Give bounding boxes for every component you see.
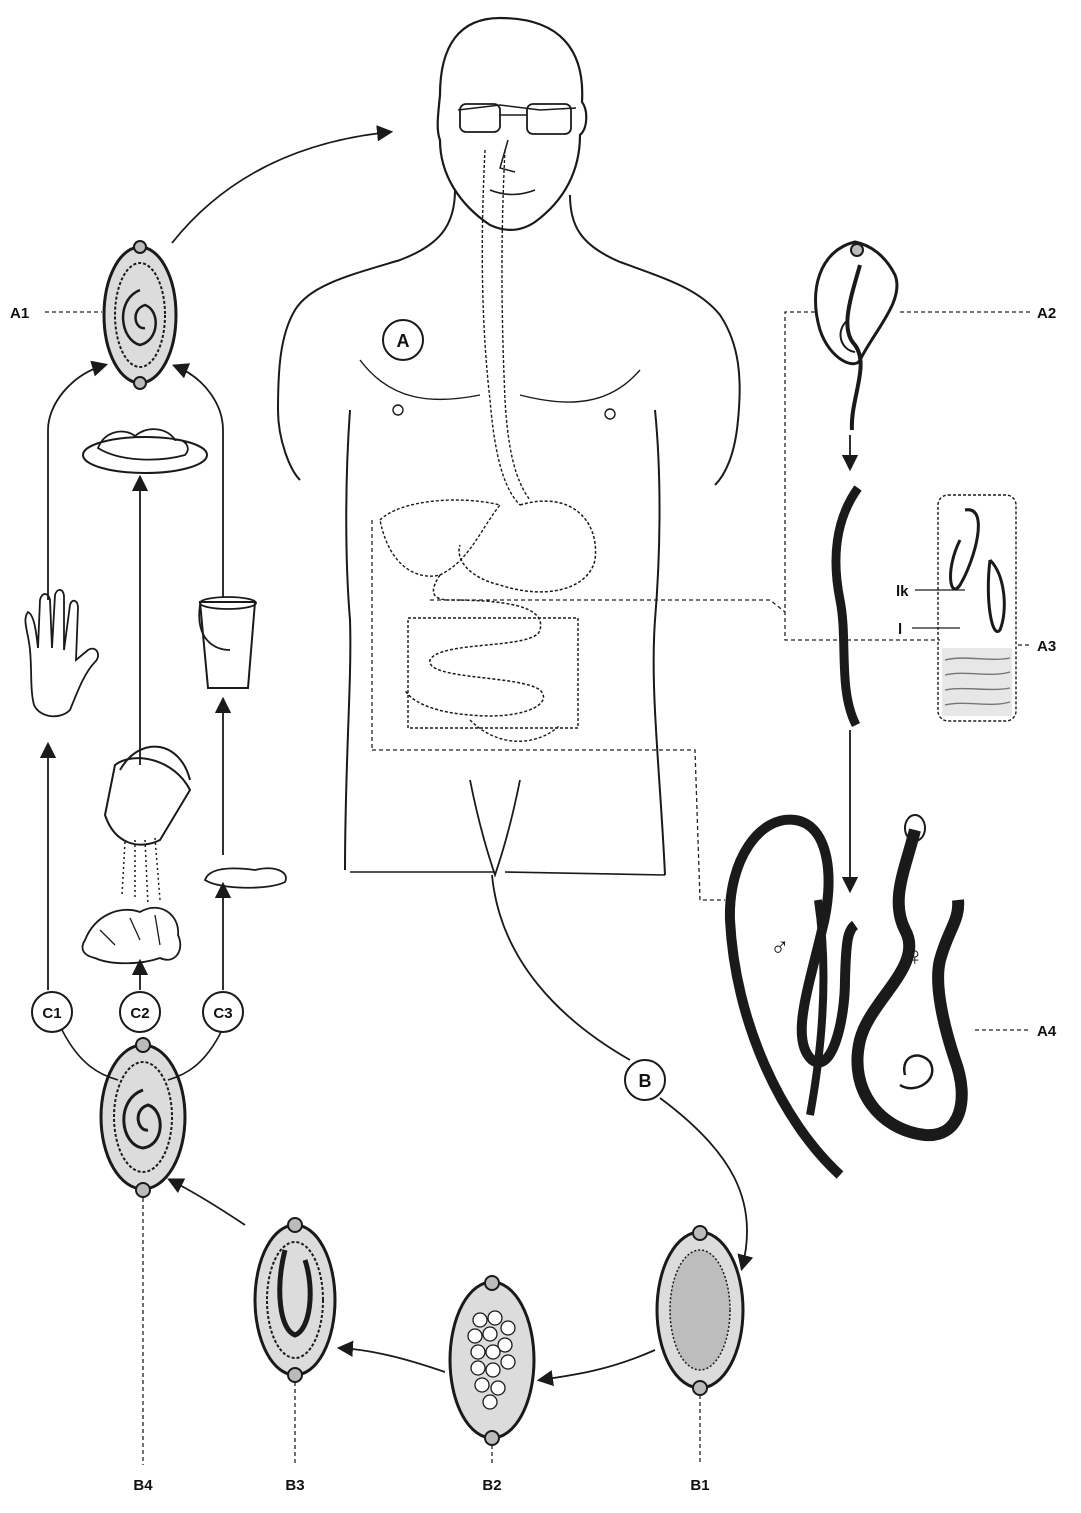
stage-a-marker: A <box>383 320 423 360</box>
watering-can-icon <box>105 747 190 905</box>
label-female: ♀ <box>905 941 925 971</box>
label-c2: C2 <box>130 1005 149 1022</box>
a2-bracket <box>785 312 940 640</box>
path-to-b <box>492 875 630 1060</box>
route-c2-marker: C2 <box>120 992 160 1032</box>
label-b4: B4 <box>133 1477 153 1494</box>
egg-b4 <box>101 1038 185 1197</box>
label-a: A <box>397 331 410 351</box>
egg-b2 <box>450 1276 534 1445</box>
soil-icon <box>205 868 286 887</box>
arrow-to-host <box>172 132 390 243</box>
food-plate-icon <box>83 429 207 473</box>
egg-a2-hatching <box>815 242 897 430</box>
intestine-to-a4-connector <box>372 750 725 900</box>
human-figure <box>278 18 740 875</box>
bucket-icon <box>199 597 256 688</box>
label-b: B <box>639 1071 652 1091</box>
arrow-bucket-to-a1 <box>175 366 223 598</box>
label-c3: C3 <box>213 1005 232 1022</box>
hand-icon <box>25 590 98 716</box>
intestine-to-a3-connector <box>430 600 785 612</box>
label-a1: A1 <box>10 305 29 322</box>
label-a3: A3 <box>1037 638 1056 655</box>
label-male: ♂ <box>770 931 790 961</box>
label-b1: B1 <box>690 1477 709 1494</box>
stage-b-marker: B <box>625 1060 665 1100</box>
arrow-hand-to-a1 <box>48 365 105 600</box>
adult-worms-a4 <box>730 815 962 1175</box>
arrow-b2-to-b3 <box>340 1348 445 1372</box>
label-a4: A4 <box>1037 1023 1057 1040</box>
egg-b1 <box>657 1226 743 1395</box>
label-l: l <box>898 621 902 638</box>
larva <box>836 488 858 725</box>
label-a2: A2 <box>1037 305 1056 322</box>
label-c1: C1 <box>42 1005 61 1022</box>
vegetables-icon <box>82 908 180 964</box>
label-b3: B3 <box>285 1477 304 1494</box>
arrow-b3-to-b4 <box>170 1180 245 1225</box>
arrow-b1-to-b2 <box>540 1350 655 1380</box>
egg-b3 <box>255 1218 335 1382</box>
label-b2: B2 <box>482 1477 501 1494</box>
label-lk: lk <box>896 583 909 600</box>
tissue-inset-a3 <box>938 495 1016 721</box>
route-c1-marker: C1 <box>32 992 72 1032</box>
route-c3-marker: C3 <box>203 992 243 1032</box>
egg-a1 <box>104 241 176 389</box>
